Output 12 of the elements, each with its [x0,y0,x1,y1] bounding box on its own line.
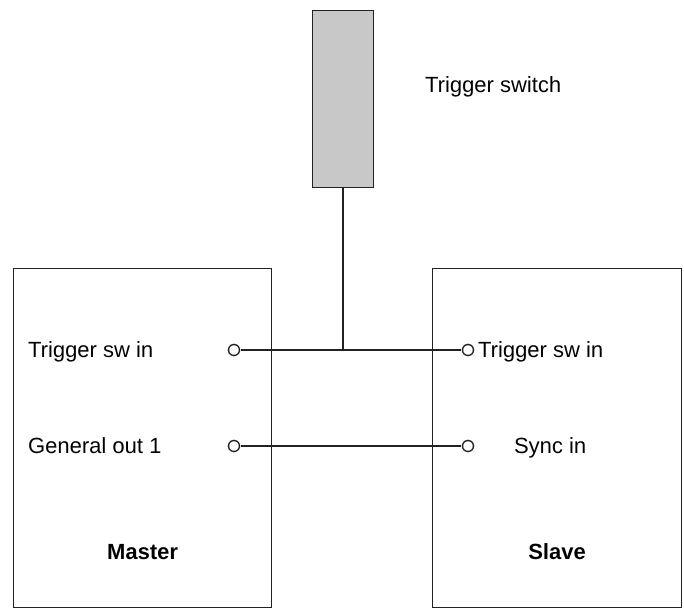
switch-label: Trigger switch [425,72,562,98]
port-label: Trigger sw in [28,337,154,363]
device-box [432,268,682,608]
port-label: Trigger sw in [478,337,604,363]
wire [342,188,461,351]
switch-box [312,10,374,188]
device-title: Slave [527,539,587,565]
device-title: Master [106,539,179,565]
port-label: General out 1 [28,433,162,459]
device-box [13,268,272,608]
wire [241,445,461,447]
port-label: Sync in [514,433,586,459]
